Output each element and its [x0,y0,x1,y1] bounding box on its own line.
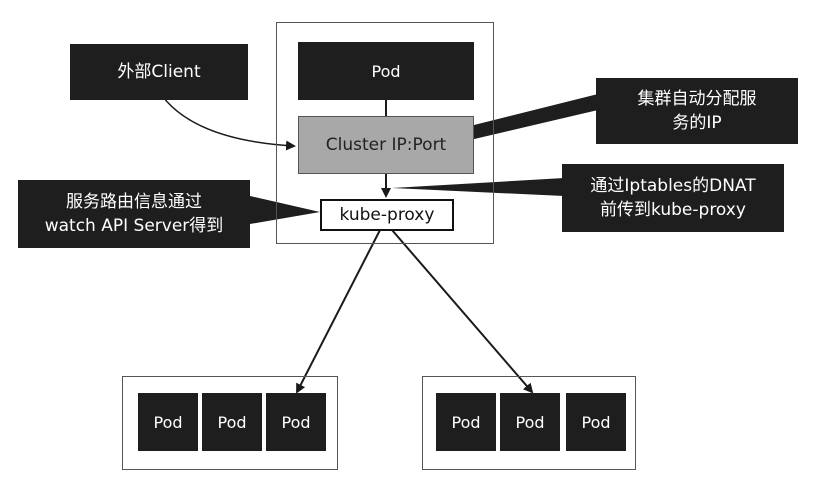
left-pod-3: Pod [266,393,326,451]
watch-api-line-1: 服务路由信息通过 [66,192,202,212]
right-pod-1: Pod [436,393,496,451]
kube-proxy-to-right-pods-arrow [391,229,534,394]
cluster-ip-box: Cluster IP:Port [298,116,474,174]
watch-api-line-2: watch API Server得到 [44,216,224,236]
external-client-box: 外部Client [70,44,248,100]
right-pod-group [422,376,636,470]
iptables-dnat-line-1: 通过Iptables的DNAT [590,176,756,196]
auto-assign-pointer [470,94,598,140]
watch-api-callout: 服务路由信息通过 watch API Server得到 [18,180,250,248]
left-pod-1: Pod [138,393,198,451]
top-pod: Pod [298,42,474,100]
right-pod-3: Pod [566,393,626,451]
auto-assign-ip-line-2: 务的IP [672,113,722,133]
iptables-dnat-callout: 通过Iptables的DNAT 前传到kube-proxy [562,164,784,232]
watch-api-pointer [250,196,320,224]
kube-proxy-box: kube-proxy [320,199,454,231]
service-frame [276,22,494,244]
auto-assign-ip-line-1: 集群自动分配服 [637,89,757,109]
kube-proxy-to-left-pods-arrow [296,229,381,394]
left-pod-2: Pod [202,393,262,451]
right-pod-2: Pod [500,393,560,451]
dnat-pointer [392,178,564,196]
left-pod-group [122,376,338,470]
iptables-dnat-line-2: 前传到kube-proxy [600,200,746,220]
client-to-cluster-ip-arrow [157,89,296,151]
auto-assign-ip-callout: 集群自动分配服 务的IP [596,78,798,144]
